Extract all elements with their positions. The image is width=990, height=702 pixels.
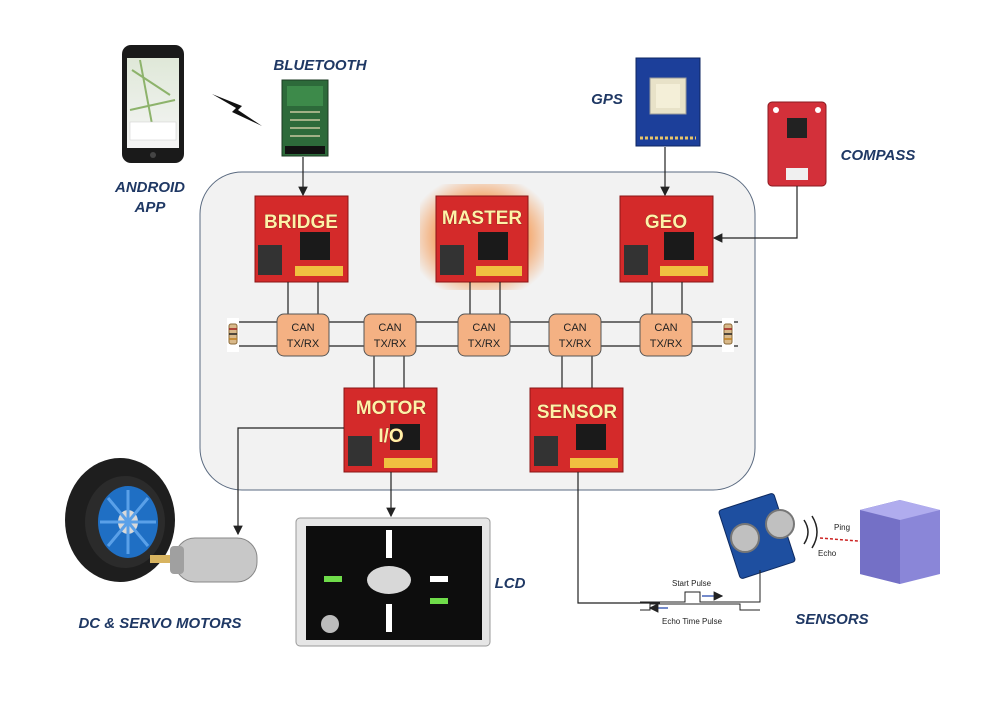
android-app-label-2: APP — [134, 199, 167, 216]
geo-board-label: GEO — [645, 212, 687, 233]
can-1-line2: TX/RX — [287, 338, 320, 350]
gps-label: GPS — [591, 91, 623, 108]
ping-label: Ping — [834, 523, 850, 532]
can-4-line1: CAN — [563, 322, 586, 334]
can-5-line1: CAN — [654, 322, 677, 334]
wheel-icon — [65, 458, 175, 582]
bluetooth-module-icon — [281, 79, 329, 157]
board-can-wires — [287, 282, 683, 390]
dc-motor-icon — [150, 537, 258, 583]
echo-label: Echo — [818, 549, 837, 558]
dc-servo-motors-label: DC & SERVO MOTORS — [78, 615, 241, 632]
terminator-resistor-left-icon — [227, 318, 239, 352]
can-4-line2: TX/RX — [559, 338, 592, 350]
geo-board — [619, 195, 714, 283]
can-transceiver-2: CAN TX/RX — [363, 313, 417, 357]
sensor-board — [529, 387, 624, 473]
can-3-line2: TX/RX — [468, 338, 501, 350]
sensor-board-label: SENSOR — [537, 402, 618, 423]
compass-module-icon — [767, 101, 827, 187]
master-board — [435, 195, 529, 283]
ping-waves-icon — [803, 515, 818, 549]
ultrasonic-sensor-icon — [718, 493, 796, 579]
can-2-line2: TX/RX — [374, 338, 407, 350]
motor-to-motors-wire — [233, 427, 344, 536]
compass-label: COMPASS — [841, 147, 916, 164]
wireless-bolt-icon — [212, 94, 262, 126]
motor-board-label-2: I/O — [378, 426, 403, 447]
sensor-to-ultrasonic-wire — [577, 472, 660, 604]
can-3-line1: CAN — [472, 322, 495, 334]
terminator-resistor-right-icon — [722, 318, 734, 352]
lcd-display-icon — [295, 517, 491, 647]
sensors-label: SENSORS — [795, 611, 868, 628]
master-board-label: MASTER — [442, 208, 523, 229]
gps-module-icon — [635, 57, 701, 147]
bridge-board — [254, 195, 349, 283]
motor-board-label-1: MOTOR — [356, 398, 427, 419]
can-transceiver-1: CAN TX/RX — [276, 313, 330, 357]
pulse-waveform — [640, 570, 761, 613]
lcd-label: LCD — [495, 575, 526, 592]
bridge-board-label: BRIDGE — [264, 212, 338, 233]
can-5-line2: TX/RX — [650, 338, 683, 350]
android-app-label-1: ANDROID — [114, 179, 185, 196]
android-phone-icon — [122, 45, 184, 163]
target-object-icon — [860, 500, 940, 584]
can-transceiver-3: CAN TX/RX — [457, 313, 511, 357]
can-2-line1: CAN — [378, 322, 401, 334]
can-transceiver-4: CAN TX/RX — [548, 313, 602, 357]
motor-io-board — [343, 387, 438, 473]
start-pulse-label: Start Pulse — [672, 579, 712, 588]
bluetooth-label: BLUETOOTH — [273, 57, 367, 74]
can-1-line1: CAN — [291, 322, 314, 334]
can-transceiver-5: CAN TX/RX — [639, 313, 693, 357]
echo-time-pulse-label: Echo Time Pulse — [662, 617, 723, 626]
